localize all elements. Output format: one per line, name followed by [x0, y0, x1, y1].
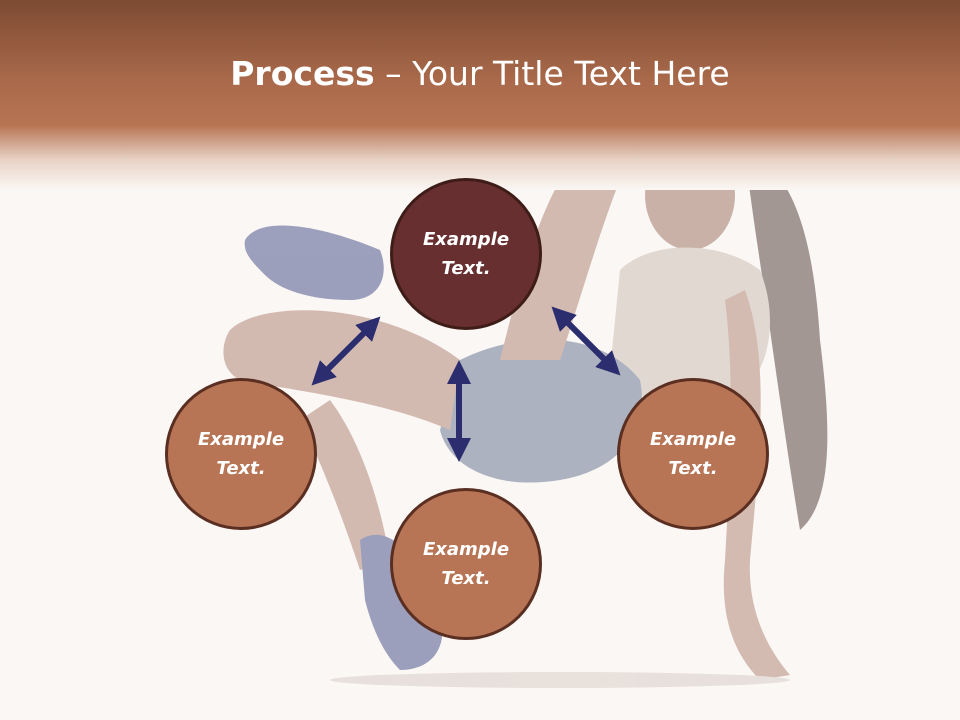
- node-text-line2: Text.: [441, 258, 491, 279]
- node-text-line1: Example: [422, 539, 510, 560]
- node-text-line1: Example: [197, 429, 285, 450]
- title-bold-text: Process: [230, 54, 375, 93]
- node-text-line2: Text.: [216, 458, 266, 479]
- title-banner: [0, 0, 960, 190]
- node-text-line1: Example: [422, 229, 510, 250]
- arrow-top-right: [551, 306, 621, 376]
- arrow-top-left: [311, 316, 381, 386]
- slide-title: Process – Your Title Text Here: [0, 52, 960, 96]
- title-rest-text: – Your Title Text Here: [374, 54, 730, 93]
- node-text-line2: Text.: [668, 458, 718, 479]
- node-text-line2: Text.: [441, 568, 491, 589]
- node-text-line1: Example: [649, 429, 737, 450]
